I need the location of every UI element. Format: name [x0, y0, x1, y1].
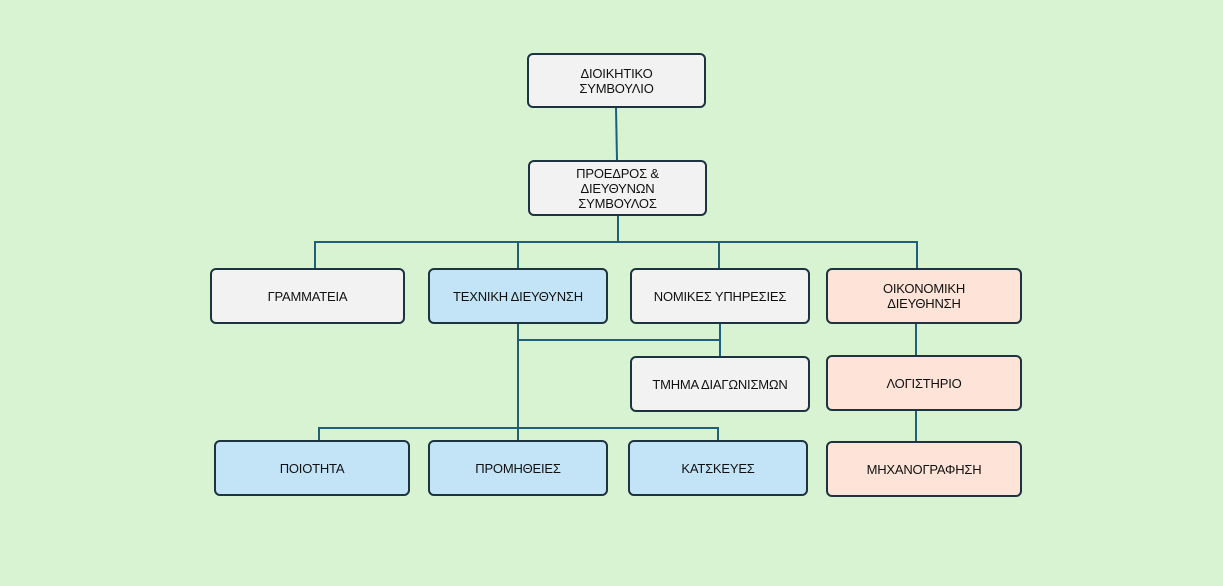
node-tenders-department: ΤΜΗΜΑ ΔΙΑΓΩΝΙΣΜΩΝ — [630, 356, 810, 412]
node-ceo: ΠΡΟΕΔΡΟΣ & ΔΙΕΥΘΥΝΩΝ ΣΥΜΒΟΥΛΟΣ — [528, 160, 707, 216]
node-computing: ΜΗΧΑΝΟΓΡΑΦΗΣΗ — [826, 441, 1022, 497]
node-secretariat: ΓΡΑΜΜΑΤΕΙΑ — [210, 268, 405, 324]
node-technical-directorate: ΤΕΧΝΙΚΗ ΔΙΕΥΘΥΝΣΗ — [428, 268, 608, 324]
node-legal-services: ΝΟΜΙΚΕΣ ΥΠΗΡΕΣΙΕΣ — [630, 268, 810, 324]
node-quality: ΠΟΙΟΤΗΤΑ — [214, 440, 410, 496]
node-construction: ΚΑΤΣΚΕΥΕΣ — [628, 440, 808, 496]
node-accounting: ΛΟΓΙΣΤΗΡΙΟ — [826, 355, 1022, 411]
node-financial-directorate: ΟΙΚΟΝΟΜΙΚΗ ΔΙΕΥΘΗΝΣΗ — [826, 268, 1022, 324]
node-board: ΔΙΟΙΚΗΤΙΚΟ ΣΥΜΒΟΥΛΙΟ — [527, 53, 706, 108]
node-procurement: ΠΡΟΜΗΘΕΙΕΣ — [428, 440, 608, 496]
connector-board-ceo — [614, 106, 619, 162]
